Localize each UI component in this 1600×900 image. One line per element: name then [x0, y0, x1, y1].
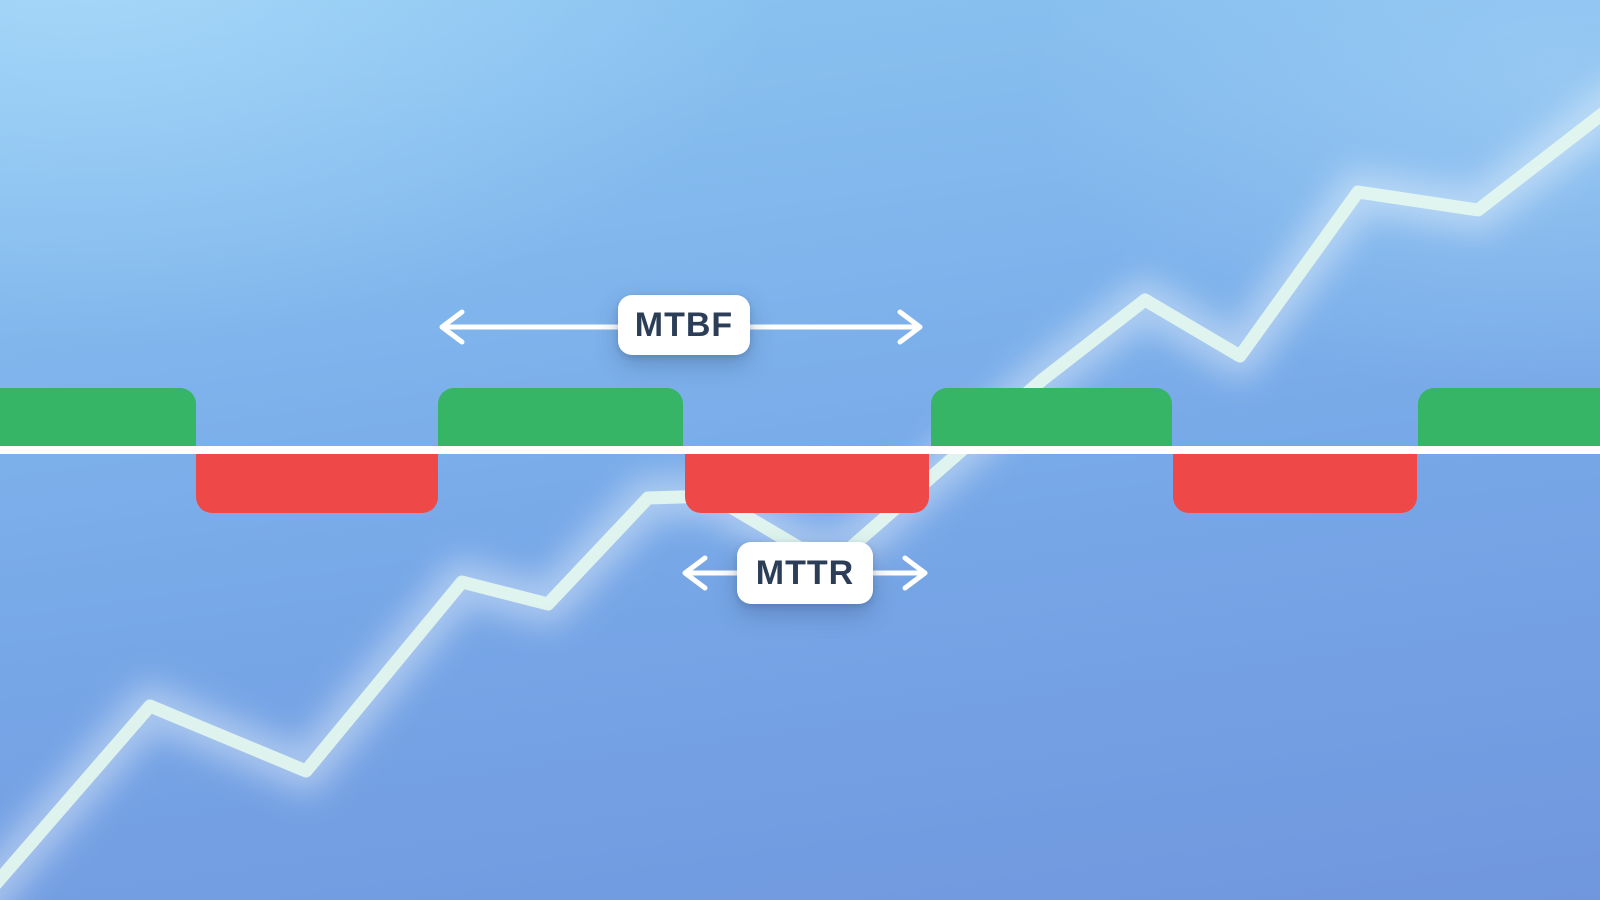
mttr-label-text: MTTR [755, 553, 855, 592]
downtime-segment [685, 454, 929, 513]
mttr-label: MTTR [737, 542, 873, 604]
mtbf-label: MTBF [618, 295, 750, 355]
downtime-segment [196, 454, 438, 513]
uptime-segment [931, 388, 1172, 446]
downtime-segment [1173, 454, 1417, 513]
mtbf-label-text: MTBF [634, 305, 734, 344]
uptime-segment [1418, 388, 1600, 446]
uptime-segment [0, 388, 196, 446]
availability-timeline-axis [0, 446, 1600, 454]
uptime-segment [438, 388, 683, 446]
